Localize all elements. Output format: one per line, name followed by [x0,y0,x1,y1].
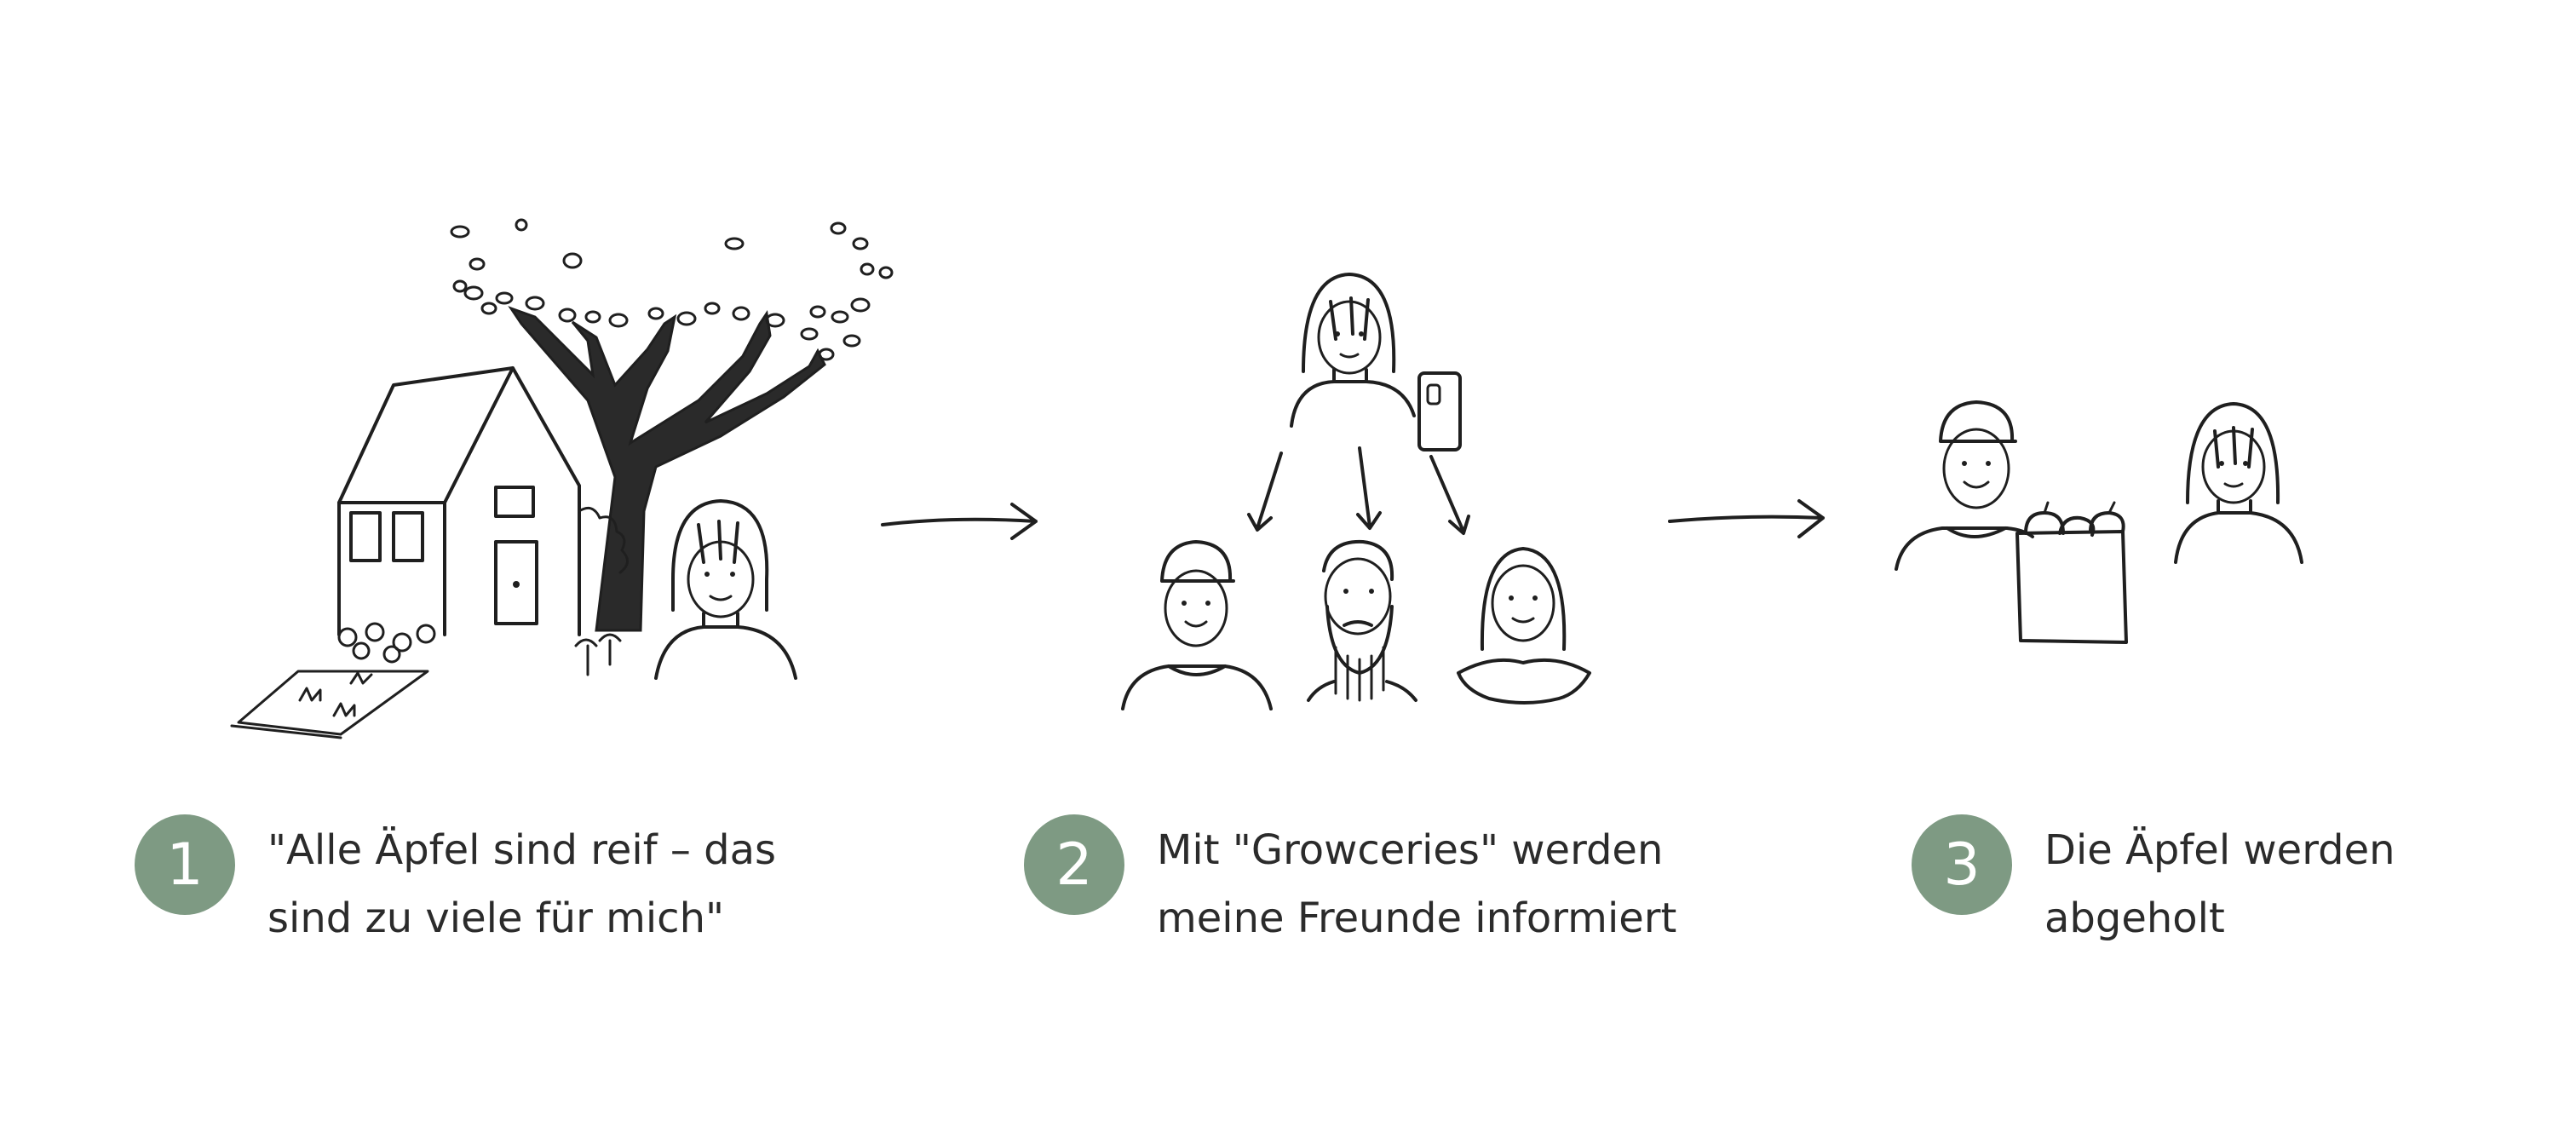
step-number-badge: 2 [1024,814,1124,915]
step-number-badge: 3 [1912,814,2012,915]
phone-icon [1417,371,1462,451]
step-3: 3 Die Äpfel werden abgeholt [1912,814,2395,952]
bag-of-apples-icon [2015,501,2128,644]
arrow-down-icon [1247,451,1283,532]
woman-icon [1457,547,1591,705]
woman-icon [654,499,797,680]
arrow-down-icon [1356,446,1382,530]
step-caption: "Alle Äpfel sind reif – das sind zu viel… [267,816,776,952]
step-1: 1 "Alle Äpfel sind reif – das sind zu vi… [135,814,776,952]
arrow-down-icon [1429,455,1470,535]
woman-icon [1290,273,1416,428]
man-cap-icon [1895,400,2034,571]
step-caption-line: "Alle Äpfel sind reif – das [267,826,777,874]
step-number-badge: 1 [135,814,235,915]
step-caption-line: Mit "Growceries" werden [1157,826,1664,874]
step-caption-line: Die Äpfel werden [2044,826,2395,874]
man-cap-icon [1121,540,1273,710]
woman-icon [2174,402,2303,564]
arrow-right-icon [881,503,1038,540]
step-caption-line: sind zu viele für mich" [267,894,725,942]
step-2: 2 Mit "Growceries" werden meine Freunde … [1024,814,1676,952]
step-caption-line: meine Freunde informiert [1157,894,1677,942]
step-caption: Mit "Growceries" werden meine Freunde in… [1157,816,1676,952]
step-caption-line: abgeholt [2044,894,2225,942]
step-caption: Die Äpfel werden abgeholt [2044,816,2395,952]
arrow-right-icon [1668,499,1825,538]
tree-icon [450,218,894,676]
bearded-man-icon [1307,539,1417,702]
house-icon [230,366,581,739]
